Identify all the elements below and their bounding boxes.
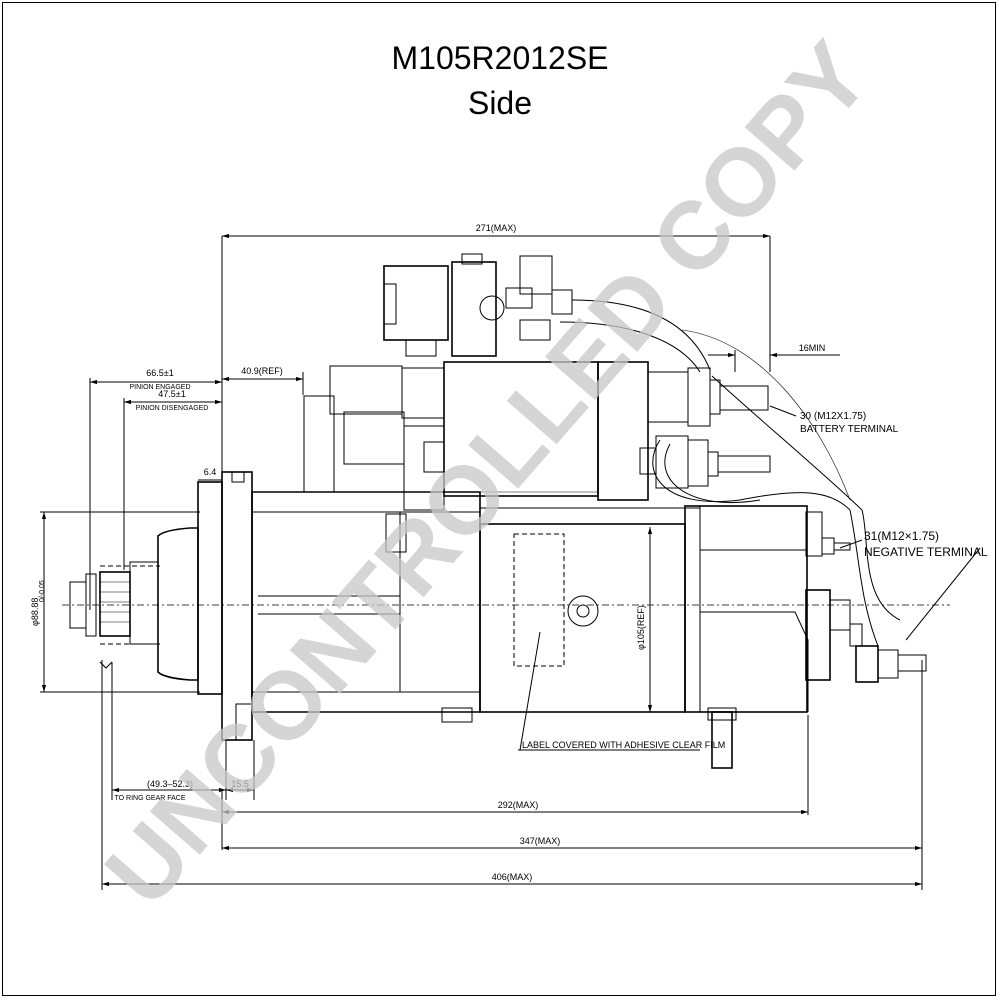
label-note: LABEL COVERED WITH ADHESIVE CLEAR FILM xyxy=(522,740,725,750)
wiring-harness xyxy=(559,299,901,647)
dim-15-5: 15.5 xyxy=(231,779,249,789)
model-title: M105R2012SE xyxy=(391,40,609,76)
dim-pilot-tolerance: 0/-0.05 xyxy=(39,580,46,602)
solenoid xyxy=(303,253,649,511)
view-title: Side xyxy=(467,85,533,121)
dim-6-4: 6.4 xyxy=(204,467,217,477)
dim-406: 406(MAX) xyxy=(492,872,533,882)
dim-16-min: 16MIN xyxy=(799,343,826,353)
motor-housing xyxy=(251,491,851,769)
dim-271: 271(MAX) xyxy=(476,223,517,233)
dim-47-5: 47.5±1 xyxy=(158,389,185,399)
label-pinion-disengaged: PINION DISENGAGED xyxy=(136,405,209,412)
battery-terminal-spec: 30 (M12X1.75) xyxy=(800,411,866,422)
pinion-assembly xyxy=(69,527,199,681)
dim-105-ref: φ105(REF) xyxy=(636,605,646,650)
negative-terminal-spec: 31(M12×1.75) xyxy=(864,529,939,543)
dim-347: 347(MAX) xyxy=(520,836,561,846)
terminal-studs xyxy=(639,367,927,683)
dim-66-5: 66.5±1 xyxy=(146,368,173,378)
dim-40-9: 40.9(REF) xyxy=(241,366,283,376)
negative-terminal-label: NEGATIVE TERMINAL xyxy=(864,545,988,559)
battery-terminal-label: BATTERY TERMINAL xyxy=(800,424,899,435)
terminal-labels: 30 (M12X1.75) BATTERY TERMINAL 31(M12×1.… xyxy=(522,411,988,750)
dim-ring-gear: (49.3–52.3) xyxy=(147,779,193,789)
label-pinion-engaged: PINION ENGAGED xyxy=(129,384,190,391)
dim-292: 292(MAX) xyxy=(498,800,539,810)
leader-lines xyxy=(518,405,981,751)
label-ring-gear-face: TO RING GEAR FACE xyxy=(114,795,185,802)
dim-pilot-diameter: φ88.88 xyxy=(30,598,40,626)
dimension-lines xyxy=(40,233,923,890)
dimension-text: 271(MAX) 40.9(REF) 66.5±1 PINION ENGAGED… xyxy=(30,223,825,882)
